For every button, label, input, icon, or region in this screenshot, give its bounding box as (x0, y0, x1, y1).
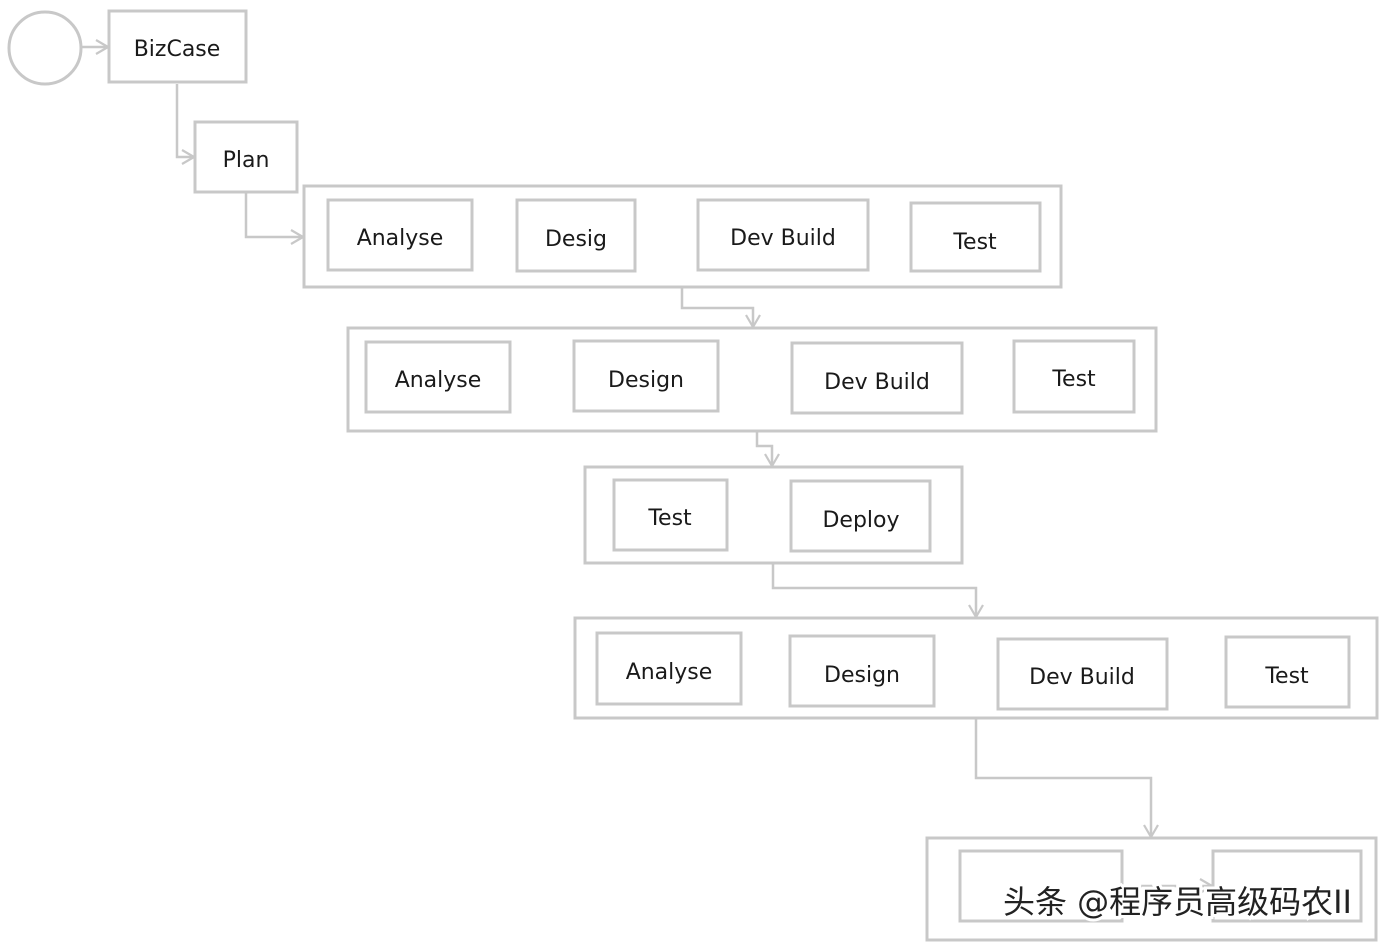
iteration-1-design-node: Desig (515, 198, 637, 273)
iteration-1-test-node: Test (909, 201, 1042, 273)
iteration-2-group: Analyse Design Dev Build Test (346, 326, 1158, 433)
iteration-3-analyse-label: Analyse (626, 660, 713, 685)
iteration-2-analyse-node: Analyse (364, 340, 512, 414)
iteration-3-test-node: Test (1224, 635, 1351, 709)
iteration-2-design-label: Design (608, 368, 684, 393)
iteration-3-devbuild-node: Dev Build (996, 637, 1169, 711)
iteration-1-design-label: Desig (545, 227, 607, 252)
iteration-2-devbuild-node: Dev Build (790, 341, 964, 415)
iteration-2-test-node: Test (1012, 339, 1136, 414)
watermark-outline: 头条 @程序员高级码农II (1003, 883, 1352, 921)
iteration-2-devbuild-label: Dev Build (824, 370, 930, 395)
release-test-label: Test (647, 506, 692, 531)
iteration-3-devbuild-label: Dev Build (1029, 665, 1135, 690)
iteration-1-analyse-label: Analyse (357, 226, 444, 251)
iteration-3-design-label: Design (824, 663, 900, 688)
release-group: Test Deploy (583, 465, 964, 565)
plan-node: Plan (193, 120, 299, 194)
release-deploy-label: Deploy (822, 508, 899, 533)
iteration-1-devbuild-label: Dev Build (730, 226, 836, 251)
iteration-1-analyse-node: Analyse (326, 198, 474, 272)
iteration-1-devbuild-node: Dev Build (696, 198, 870, 272)
arrow-iteration2-to-release (755, 428, 772, 466)
final-box-right (1211, 849, 1363, 923)
final-group (925, 836, 1378, 942)
iteration-2-test-label: Test (1051, 367, 1096, 392)
iteration-1-group: Analyse Desig Dev Build Test (302, 184, 1063, 289)
iteration-2-analyse-label: Analyse (395, 368, 482, 393)
iteration-3-analyse-node: Analyse (595, 631, 743, 706)
iteration-3-design-node: Design (788, 634, 936, 708)
bizcase-label: BizCase (134, 37, 221, 62)
plan-label: Plan (223, 148, 270, 173)
watermark: 头条 @程序员高级码农II 头条 @程序员高级码农II (1000, 880, 1355, 924)
arrow-release-to-iteration3 (771, 563, 976, 617)
bizcase-node: BizCase (107, 9, 248, 84)
arrow-iteration1-to-iteration2 (680, 288, 753, 327)
release-deploy-node: Deploy (789, 479, 932, 553)
start-node (7, 10, 83, 86)
arrow-bizcase-to-plan (175, 84, 194, 157)
arrow-iteration3-to-next (974, 718, 1151, 837)
final-box-left (958, 849, 1124, 923)
iteration-1-test-label: Test (952, 230, 997, 255)
watermark-text: 头条 @程序员高级码农II (1003, 883, 1352, 921)
iteration-3-group: Analyse Design Dev Build Test (573, 616, 1379, 720)
iteration-3-test-label: Test (1264, 664, 1309, 689)
release-test-node: Test (612, 478, 729, 552)
arrow-plan-to-iteration1 (244, 193, 303, 237)
iteration-2-design-node: Design (572, 339, 720, 413)
